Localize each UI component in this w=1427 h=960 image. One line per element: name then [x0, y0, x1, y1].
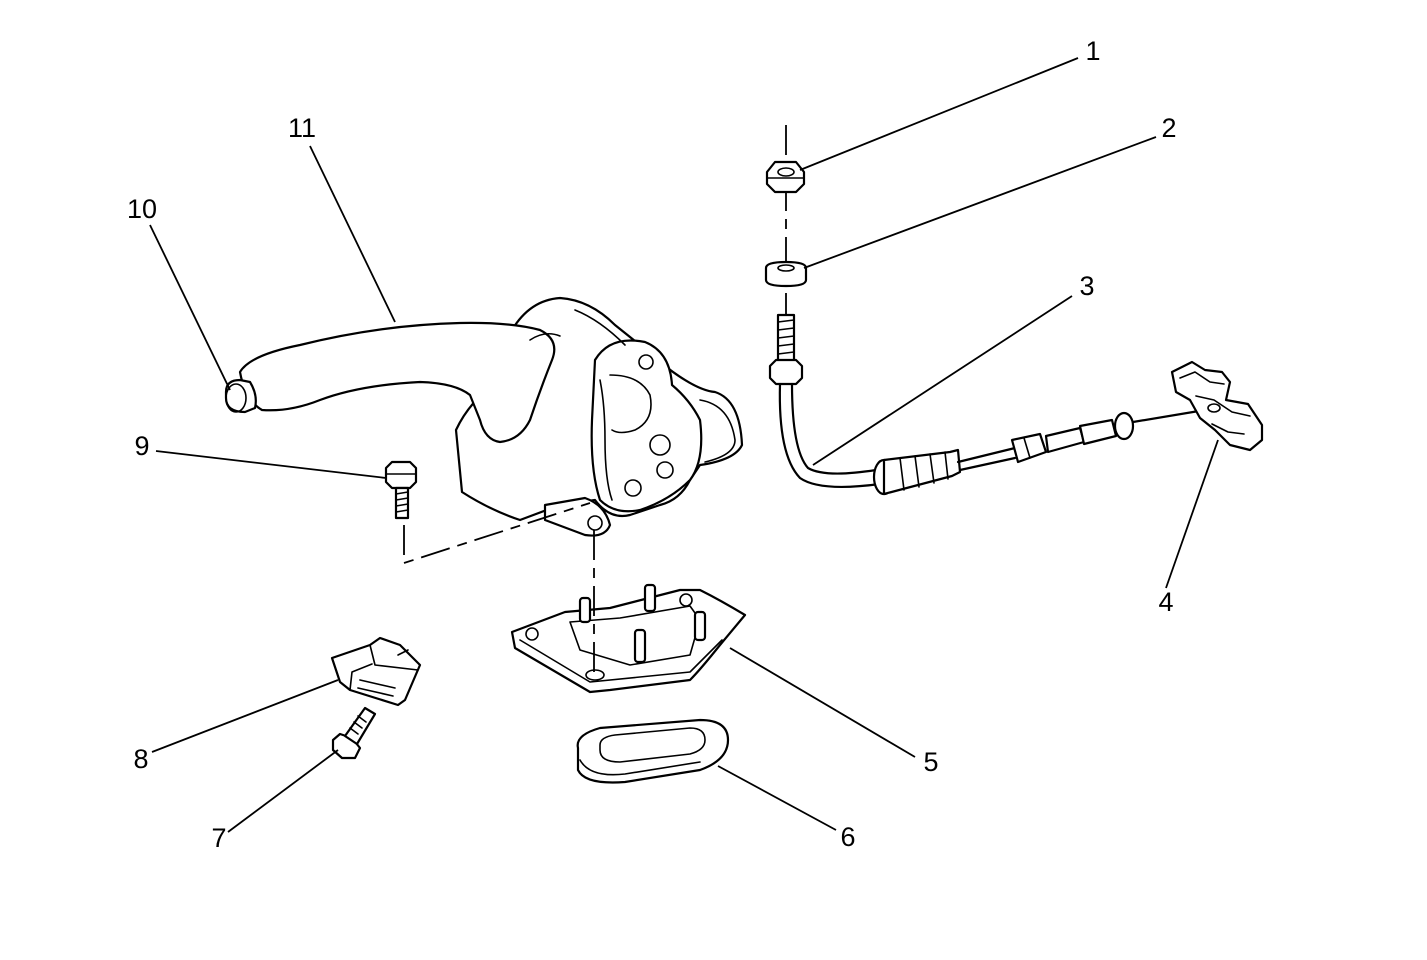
callout-6: 6 — [840, 822, 855, 852]
boot-grommet — [576, 718, 730, 784]
mounting-base — [510, 583, 747, 694]
callout-1: 1 — [1085, 36, 1100, 66]
callout-2: 2 — [1161, 113, 1176, 143]
equalizer — [1170, 360, 1264, 452]
nut-1 — [765, 160, 806, 194]
parking-brake-lever — [224, 296, 744, 537]
callout-8: 8 — [133, 744, 148, 774]
bolt-9 — [384, 460, 418, 520]
callout-9: 9 — [134, 431, 149, 461]
callout-7: 7 — [211, 823, 226, 853]
callout-4: 4 — [1158, 587, 1173, 617]
clip-bracket — [330, 636, 422, 707]
callout-5: 5 — [923, 747, 938, 777]
callout-10: 10 — [127, 194, 157, 224]
parking-brake-cable — [768, 313, 1207, 496]
callout-11: 11 — [288, 113, 316, 143]
washer-2 — [764, 260, 808, 288]
callout-3: 3 — [1079, 271, 1094, 301]
leader-lines — [149, 57, 1219, 833]
screw-7 — [331, 706, 377, 760]
alignment-line-bolt-9 — [403, 502, 591, 565]
